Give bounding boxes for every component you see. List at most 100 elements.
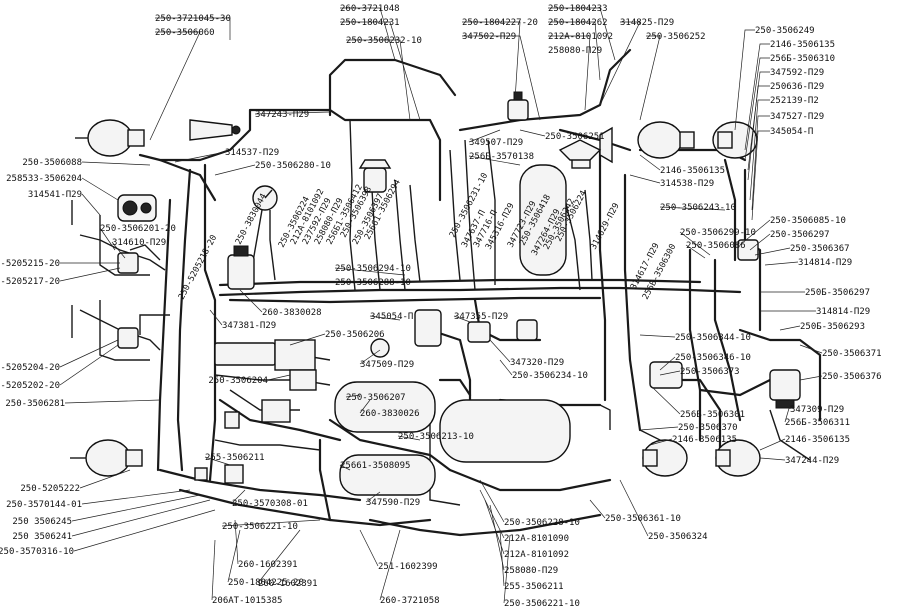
part-label-l46: 250Б-3506297 — [805, 288, 870, 298]
part-label-l01: 250-3721045-30 — [155, 14, 231, 24]
part-label-l93: 250-1804225-20 — [228, 578, 304, 588]
pressure-regulator — [227, 245, 255, 290]
front-left-brake-chamber — [75, 119, 145, 157]
part-label-l69: 256Б-3506301 — [680, 410, 745, 420]
part-label-l40: 250-3506367 — [790, 244, 850, 254]
part-label-l55: 250-3506371 — [822, 349, 882, 359]
part-label-l97: 206АТ-1015385 — [212, 596, 282, 606]
part-label-l65: 250-3506234-10 — [512, 371, 588, 381]
rear-left-brake-chamber — [70, 439, 143, 477]
part-label-l95: 260-1602391 — [258, 579, 318, 589]
part-label-l09: 314825-П29 — [620, 18, 674, 28]
part-label-l17: 347592-П29 — [770, 68, 824, 78]
part-label-l05: 250-1804227-20 — [462, 18, 538, 28]
part-label-l38: 250-3506086 — [686, 241, 746, 251]
dashboard-valve — [558, 139, 602, 161]
part-label-l62: 250-3506376 — [822, 372, 882, 382]
compressor-unit — [117, 194, 157, 222]
part-label-l33: 250-3506243-10 — [660, 203, 736, 213]
part-label-l85: 250-3506228-10 — [504, 518, 580, 528]
part-label-l28: 2146-3506135 — [660, 166, 725, 176]
part-label-l19: 252139-П2 — [770, 96, 819, 106]
signal-horn — [189, 119, 241, 141]
part-label-l66: 250-3506281 — [5, 399, 65, 409]
part-label-l22: 347243-П29 — [255, 110, 309, 120]
part-label-l73: 2146-3506135 — [672, 435, 737, 445]
lower-left-drain-valve — [194, 464, 244, 484]
part-label-l20: 347527-П29 — [770, 112, 824, 122]
part-label-l32: 314541-П29 — [28, 190, 82, 200]
part-label-l44: 250-3506288-10 — [335, 278, 411, 288]
part-label-l96: 255-3506211 — [504, 582, 564, 592]
part-label-l86: 250-3506361-10 — [605, 514, 681, 524]
rear-relay-valve — [769, 369, 801, 409]
top-valve-center — [507, 91, 529, 121]
part-label-l18: 250636-П29 — [770, 82, 824, 92]
part-label-l43: 250-3506294-10 — [335, 264, 411, 274]
part-label-l15: 2146-3506135 — [770, 40, 835, 50]
part-label-l67: 260-3830026 — [360, 409, 420, 419]
part-label-l30: 250-3506088 — [22, 158, 82, 168]
part-label-l80: 250-3570308-01 — [232, 499, 308, 509]
part-label-l60: 250-3506346-10 — [675, 353, 751, 363]
part-label-l03: 260-3721048 — [340, 4, 400, 14]
part-label-l76: 25661-3508095 — [340, 461, 410, 471]
part-label-l68: 347309-П29 — [790, 405, 844, 415]
part-label-l26: 349507-П29 — [469, 138, 523, 148]
part-label-l10: 258080-П29 — [548, 46, 602, 56]
part-label-l08: 212А-8101092 — [548, 32, 613, 42]
part-label-l83: 250 3506241 — [12, 532, 72, 542]
part-label-l11: 250-3506252 — [646, 32, 706, 42]
lower-left-valve — [224, 399, 291, 429]
part-label-l50: 345054-П — [370, 312, 413, 322]
part-label-l61: 250-3506373 — [680, 367, 740, 377]
main-air-receiver — [439, 399, 571, 463]
part-label-l27: 256Б-3570138 — [469, 152, 534, 162]
part-label-l23: 314537-П29 — [225, 148, 279, 158]
relay-valve-right — [737, 239, 759, 261]
part-label-l39: 250-3506297 — [770, 230, 830, 240]
pressure-gauge — [252, 185, 278, 211]
part-label-l89: 250-3506324 — [648, 532, 708, 542]
center-air-cylinder — [519, 164, 567, 276]
part-label-l63: 250-3506204 — [208, 376, 268, 386]
part-label-l31: 258533-3506204 — [6, 174, 82, 184]
moisture-separator — [358, 159, 392, 193]
part-label-l90: 212А-8101092 — [504, 550, 569, 560]
part-label-l78: 250-5205222 — [20, 484, 80, 494]
part-label-l21: 345054-П — [770, 127, 813, 137]
part-number-labels: 250-3721045-30 250-3506060 260-3721048 250-… — [0, 4, 882, 609]
part-label-l04: 250-1804231 — [340, 18, 400, 28]
part-label-l51: 347355-П29 — [454, 312, 508, 322]
part-label-l99: 250-3506221-10 — [504, 599, 580, 609]
part-label-l98: 260-3721058 — [380, 596, 440, 606]
part-label-l14: 250-3506249 — [755, 26, 815, 36]
part-label-l79: 250-3570144-01 — [6, 500, 82, 510]
part-label-l36: 314610-П29 — [112, 238, 166, 248]
part-label-l41: 250-5205215-20 — [0, 259, 60, 269]
part-label-l81: 347590-П29 — [366, 498, 420, 508]
part-label-l24: 250-3506280-10 — [255, 161, 331, 171]
part-label-l52: 250Б-3506293 — [800, 322, 865, 332]
part-label-l16: 256Б-3506310 — [770, 54, 835, 64]
left-air-receiver — [334, 381, 436, 433]
part-label-l53: 250-3506206 — [325, 330, 385, 340]
brake-valve-assembly — [214, 339, 317, 391]
right-tank-valve — [649, 361, 683, 389]
left-wheel-valve-lower — [71, 305, 139, 349]
part-label-l56: 250-5205204-20 — [0, 363, 60, 373]
part-label-l58: 347509-П29 — [360, 360, 414, 370]
part-label-l59: 347320-П29 — [510, 358, 564, 368]
part-label-l91: 260-1602391 — [238, 560, 298, 570]
part-label-l02: 250-3506060 — [155, 28, 215, 38]
right-brake-chamber-upper-2 — [712, 121, 758, 159]
part-label-l49: 347381-П29 — [222, 321, 276, 331]
part-label-l87: 250-3570316-10 — [0, 547, 74, 557]
right-brake-chamber-upper-1 — [637, 121, 695, 159]
part-label-l82: 250 3506245 — [12, 517, 72, 527]
part-label-l47: 314814-П29 — [816, 307, 870, 317]
part-label-l77: 347244-П29 — [785, 456, 839, 466]
part-label-l48: 260-3830028 — [262, 308, 322, 318]
part-label-l06: 250-1804233 — [548, 4, 608, 14]
